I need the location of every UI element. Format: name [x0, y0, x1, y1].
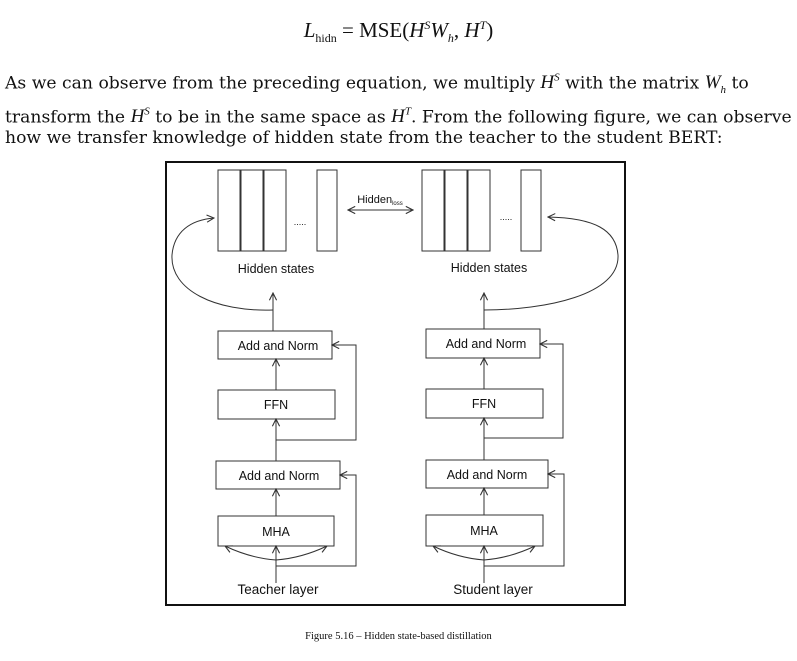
hidden-loss-label: Hiddenloss — [357, 194, 403, 207]
teacher-ellipsis: ..... — [294, 217, 307, 227]
math-hs: HS — [540, 72, 560, 94]
figure-caption: Figure 5.16 – Hidden state-based distill… — [305, 631, 492, 642]
teacher-residual-connection — [276, 345, 357, 441]
teacher-add-norm-top-label: Add and Norm — [238, 339, 319, 353]
student-hidden-column — [467, 169, 491, 252]
student-hidden-column — [520, 169, 542, 252]
teacher-add-norm-bottom-label: Add and Norm — [239, 469, 320, 483]
student-residual-connection — [484, 474, 565, 567]
math-hs: HS — [130, 105, 150, 127]
student-hidden-column — [421, 169, 445, 252]
student-layer-label: Student layer — [453, 582, 533, 597]
teacher-residual-connection — [276, 475, 357, 567]
student-mha-label: MHA — [470, 524, 498, 538]
teacher-mha-label: MHA — [262, 525, 290, 539]
student-input-curve — [483, 546, 535, 561]
teacher-hidden-column — [217, 169, 241, 252]
teacher-hidden-column — [263, 169, 287, 252]
teacher-input-curve — [275, 546, 327, 561]
teacher-hidden-column — [240, 169, 264, 252]
student-hidden-column — [444, 169, 468, 252]
teacher-ffn-label: FFN — [264, 398, 288, 412]
student-ffn-label: FFN — [472, 397, 496, 411]
loss-equation: Lhidn = MSE(HSWh, HT) — [303, 18, 494, 46]
body-paragraph: As we can observe from the preceding equ… — [5, 72, 792, 149]
student-hidden-states-label: Hidden states — [451, 261, 527, 275]
teacher-layer-label: Teacher layer — [237, 582, 319, 597]
math-ht: HT — [391, 105, 411, 127]
teacher-input-curve — [225, 546, 277, 561]
figure-frame — [165, 161, 626, 606]
teacher-hidden-states-label: Hidden states — [238, 262, 314, 276]
student-add-norm-top-label: Add and Norm — [446, 337, 527, 351]
student-residual-connection — [484, 344, 564, 439]
math-wh: Wh — [704, 72, 727, 97]
teacher-hidden-column — [316, 169, 338, 252]
student-add-norm-bottom-label: Add and Norm — [447, 468, 528, 482]
student-loop-arrow — [483, 217, 619, 311]
teacher-loop-arrow — [171, 218, 274, 311]
student-input-curve — [433, 546, 485, 561]
student-ellipsis: ..... — [500, 212, 513, 222]
